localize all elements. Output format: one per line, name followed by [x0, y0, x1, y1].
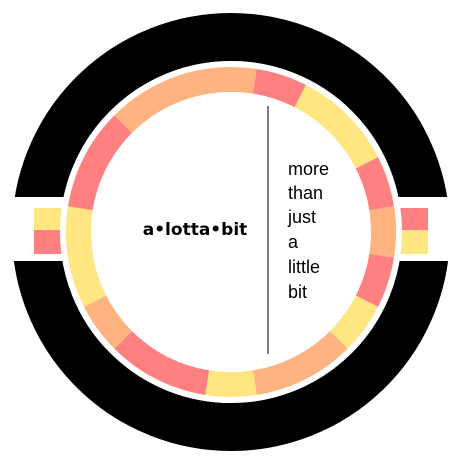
- inner-disc: [91, 92, 371, 372]
- brand-wordmark: a•lotta•bit: [143, 220, 248, 240]
- ring-segment: [205, 370, 257, 397]
- tagline: more than just a little bit: [287, 159, 329, 302]
- ring-segment: [114, 330, 168, 380]
- ring-segment: [329, 295, 379, 349]
- ring-segment: [252, 356, 306, 395]
- separator-ring: [60, 61, 402, 403]
- ring-segment: [294, 330, 348, 380]
- ring-segment: [355, 253, 394, 307]
- ring-segment: [329, 115, 379, 169]
- ring-segment: [66, 206, 93, 258]
- ring-segment: [156, 69, 210, 108]
- tagline-line: bit: [288, 282, 307, 302]
- ring-segment: [83, 115, 133, 169]
- tagline-line: little: [288, 257, 320, 277]
- tagline-line: than: [288, 183, 323, 203]
- ring-segment: [355, 157, 394, 211]
- segment-ring: [66, 67, 396, 397]
- ring-segment: [156, 356, 210, 395]
- tagline-line: just: [287, 207, 316, 227]
- ring-segment: [205, 67, 257, 94]
- ring-segment: [294, 84, 348, 134]
- ring-segment: [68, 253, 107, 307]
- tagline-line: a: [288, 232, 299, 252]
- ring-segment: [252, 69, 306, 108]
- ring-segment: [68, 157, 107, 211]
- ring-segment: [83, 295, 133, 349]
- ring-segment: [369, 206, 396, 258]
- tagline-line: more: [288, 159, 329, 179]
- ring-segment: [114, 84, 168, 134]
